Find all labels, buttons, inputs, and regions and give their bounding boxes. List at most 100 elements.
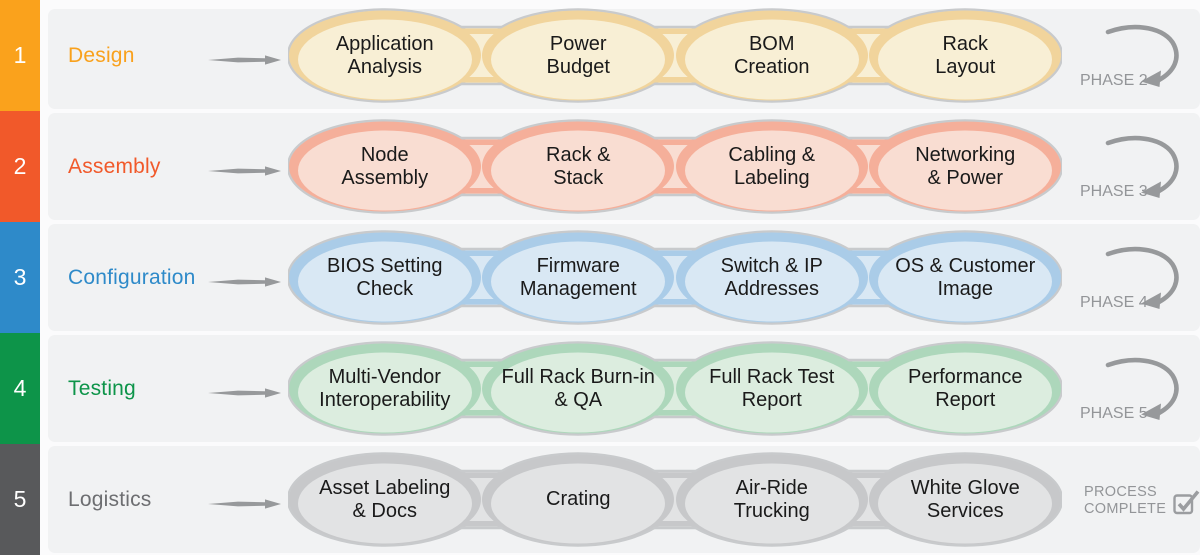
right-arrow-icon (208, 166, 281, 176)
step-item: Asset Labeling & Docs (288, 451, 482, 548)
step-text: Management (519, 277, 637, 300)
process-complete: PROCESS COMPLETE (1084, 484, 1200, 518)
step-text: Report (935, 388, 996, 411)
step-item: Power Budget (482, 7, 676, 104)
step-labels: BIOS Setting Check Firmware Management S… (288, 229, 1062, 326)
phase-number: 4 (13, 375, 27, 401)
step-item: Multi-Vendor Interoperability (288, 340, 482, 437)
step-text: Check (356, 277, 414, 300)
curved-return-arrow-icon (1105, 135, 1179, 198)
checkbox-check-icon (1173, 489, 1200, 514)
step-item: Air-Ride Trucking (675, 451, 869, 548)
step-text: Application (335, 32, 434, 55)
step-chain: BIOS Setting Check Firmware Management S… (288, 229, 1062, 326)
process-row: 4 Testing (0, 333, 1200, 444)
process-row: 1 Design (0, 0, 1200, 111)
step-text: Multi-Vendor (328, 365, 441, 388)
step-text: Image (937, 277, 994, 300)
step-text: & Power (927, 166, 1004, 189)
step-item: Node Assembly (288, 118, 482, 215)
phase-number-badge: 4 (0, 333, 40, 444)
step-text: Assembly (341, 166, 429, 189)
step-text: Creation (733, 55, 810, 78)
step-text: Full Rack Test (709, 365, 835, 388)
step-text: Rack & (546, 143, 611, 166)
curved-return-arrow-icon (1105, 246, 1179, 309)
step-item: Switch & IP Addresses (675, 229, 869, 326)
step-chain-shape (288, 452, 1062, 547)
step-item: Application Analysis (288, 7, 482, 104)
step-text: Node (360, 143, 409, 166)
step-item: OS & Customer Image (869, 229, 1063, 326)
next-phase-label: PHASE 4 (1080, 294, 1148, 311)
step-item: White Glove Services (869, 451, 1063, 548)
step-text: Layout (935, 55, 996, 78)
step-labels: Node Assembly Rack & Stack Cabling & Lab… (288, 118, 1062, 215)
right-arrow-icon (208, 277, 281, 287)
step-text: Trucking (733, 499, 810, 522)
phase-number: 2 (13, 153, 27, 179)
phase-name-label: Logistics (68, 487, 152, 511)
next-phase-label: PHASE 3 (1080, 183, 1148, 200)
phase-number-badge: 1 (0, 0, 40, 111)
step-item: BOM Creation (675, 7, 869, 104)
phase-number-badge: 3 (0, 222, 40, 333)
phase-transition: PHASE 3 (1080, 111, 1200, 222)
phase-name-label: Testing (68, 376, 136, 400)
step-item: Crating (482, 451, 676, 548)
step-text: Networking (915, 143, 1016, 166)
process-complete-line: PROCESS (1084, 484, 1158, 500)
process-complete-line: COMPLETE (1084, 501, 1167, 518)
step-item: Full Rack Test Report (675, 340, 869, 437)
step-text: BIOS Setting (326, 254, 443, 277)
phase-name-label: Assembly (68, 154, 161, 178)
step-chain-shape (288, 119, 1062, 214)
process-row: 3 Configuration (0, 222, 1200, 333)
step-item: Cabling & Labeling (675, 118, 869, 215)
step-chain: Asset Labeling & Docs Crating Air-Ride T… (288, 451, 1062, 548)
process-row: 2 Assembly (0, 111, 1200, 222)
step-text: Stack (553, 166, 604, 189)
step-chain: Node Assembly Rack & Stack Cabling & Lab… (288, 118, 1062, 215)
phase-number-badge: 2 (0, 111, 40, 222)
phase-name-label: Configuration (68, 265, 196, 289)
phase-transition: PHASE 5 (1080, 333, 1200, 444)
right-arrow-icon (208, 55, 281, 65)
step-text: OS & Customer (895, 254, 1036, 277)
step-text: & Docs (352, 499, 417, 522)
step-item: Full Rack Burn-in & QA (482, 340, 676, 437)
step-item: Networking & Power (869, 118, 1063, 215)
step-text: BOM (748, 32, 795, 55)
phase-number-badge: 5 (0, 444, 40, 555)
process-row: 5 Logistics (0, 444, 1200, 555)
step-text: Asset Labeling (319, 476, 451, 499)
right-arrow-icon (208, 388, 281, 398)
step-text: Full Rack Burn-in (501, 365, 655, 388)
step-chain: Multi-Vendor Interoperability Full Rack … (288, 340, 1062, 437)
step-chain-shape (288, 341, 1062, 436)
step-text: Analysis (347, 55, 422, 78)
step-item: Rack & Stack (482, 118, 676, 215)
step-text: Switch & IP (720, 254, 823, 277)
step-text: Performance (908, 365, 1023, 388)
step-text: Interoperability (319, 388, 451, 411)
phase-number: 3 (13, 264, 27, 290)
step-item: BIOS Setting Check (288, 229, 482, 326)
step-text: Report (741, 388, 802, 411)
phase-number: 5 (13, 486, 27, 512)
curved-return-arrow-icon (1105, 24, 1179, 87)
step-text: Cabling & (728, 143, 816, 166)
step-text: & QA (554, 388, 603, 411)
step-text: Power (549, 32, 607, 55)
next-phase-label: PHASE 5 (1080, 405, 1148, 422)
phase-transition: PHASE 4 (1080, 222, 1200, 333)
step-item: Firmware Management (482, 229, 676, 326)
step-item: Rack Layout (869, 7, 1063, 104)
phase-transition: PHASE 2 (1080, 0, 1200, 111)
next-phase-label: PHASE 2 (1080, 72, 1148, 89)
step-text: Firmware (536, 254, 620, 277)
phase-transition: PROCESS COMPLETE (1080, 444, 1200, 555)
step-text: Services (926, 499, 1004, 522)
